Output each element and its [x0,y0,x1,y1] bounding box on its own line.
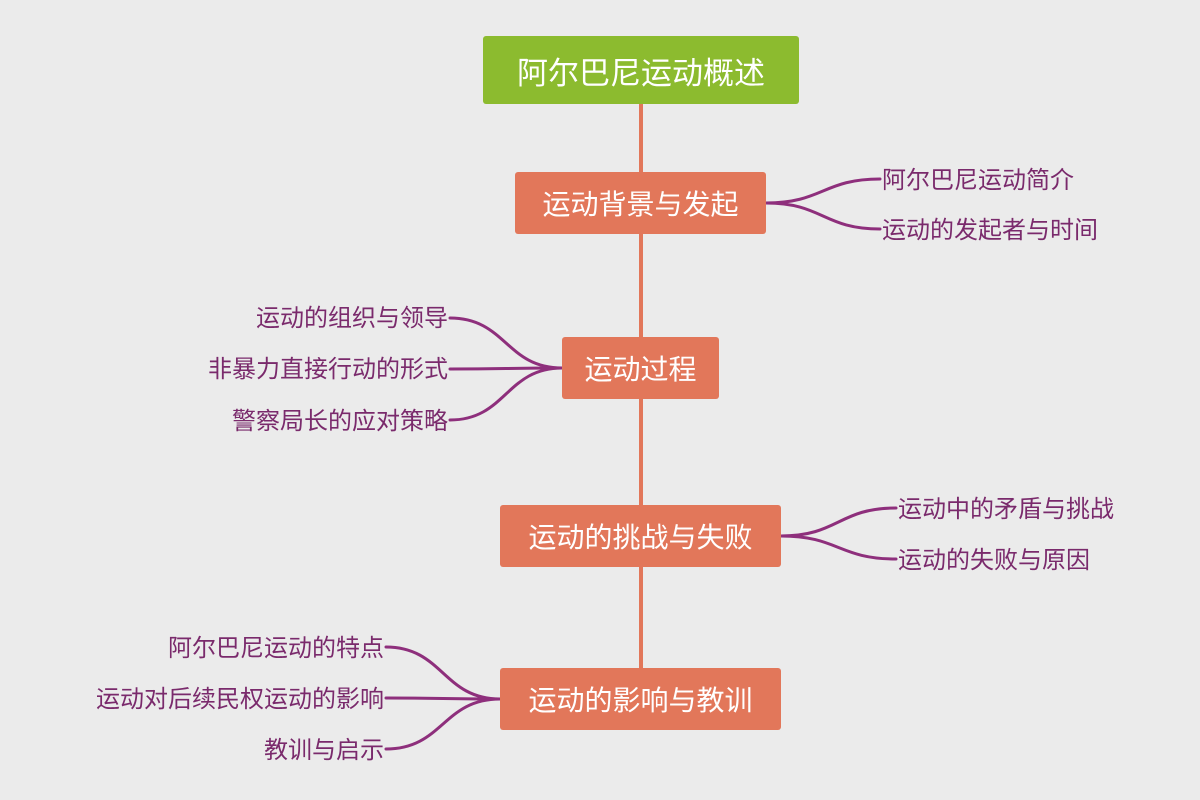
leaf-connector [384,645,502,701]
branch-node-background[interactable]: 运动背景与发起 [515,172,766,234]
branch-node-challenges[interactable]: 运动的挑战与失败 [500,505,781,567]
leaf-connector [764,177,882,205]
branch-node-process[interactable]: 运动过程 [562,337,719,399]
root-node[interactable]: 阿尔巴尼运动概述 [483,36,799,104]
leaf-topic[interactable]: 阿尔巴尼运动的特点 [168,634,384,662]
branch-label-challenges: 运动的挑战与失败 [528,521,753,554]
leaf-topic[interactable]: 运动对后续民权运动的影响 [96,685,384,713]
leaf-connector [779,534,898,561]
leaf-connector [448,316,564,370]
leaf-connector [779,506,898,538]
leaf-topic[interactable]: 阿尔巴尼运动简介 [882,166,1074,194]
leaf-topic[interactable]: 运动的失败与原因 [898,546,1090,574]
leaf-connectors [384,177,898,751]
leaf-topic[interactable]: 运动的组织与领导 [256,304,448,332]
leaf-topic[interactable]: 运动的发起者与时间 [882,216,1098,244]
leaf-topic[interactable]: 教训与启示 [264,736,384,764]
leaf-topic[interactable]: 非暴力直接行动的形式 [208,355,448,383]
leaf-connector [384,696,502,701]
root-label: 阿尔巴尼运动概述 [517,55,765,92]
branch-label-background: 运动背景与发起 [542,188,739,221]
leaf-connector [764,201,882,231]
leaf-connector [448,366,564,422]
branch-label-impact: 运动的影响与教训 [528,684,753,717]
leaf-connector [448,366,564,371]
leaf-topic[interactable]: 警察局长的应对策略 [232,407,448,435]
leaf-topic[interactable]: 运动中的矛盾与挑战 [898,495,1114,523]
leaf-connector [384,697,502,751]
branch-label-process: 运动过程 [584,353,697,386]
branch-node-impact[interactable]: 运动的影响与教训 [500,668,781,730]
